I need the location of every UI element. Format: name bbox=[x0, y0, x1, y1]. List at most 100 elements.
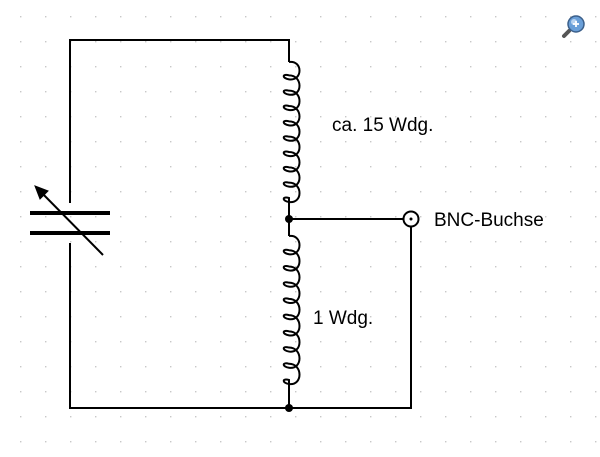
grid-dot bbox=[420, 166, 422, 168]
grid-dot bbox=[270, 16, 272, 18]
grid-dot bbox=[320, 141, 322, 143]
grid-dot bbox=[120, 191, 122, 193]
grid-dot bbox=[295, 166, 297, 168]
upper-coil bbox=[282, 60, 301, 204]
grid-dot bbox=[70, 441, 72, 443]
grid-dot bbox=[120, 91, 122, 93]
grid-dot bbox=[295, 141, 297, 143]
grid-dot bbox=[370, 66, 372, 68]
grid-dot bbox=[420, 141, 422, 143]
grid-dot bbox=[495, 91, 497, 93]
label-upper-coil: ca. 15 Wdg. bbox=[332, 115, 433, 136]
grid-dot bbox=[45, 91, 47, 93]
grid-dot bbox=[95, 341, 97, 343]
grid-dot bbox=[45, 291, 47, 293]
grid-dot bbox=[245, 441, 247, 443]
grid-dot bbox=[170, 416, 172, 418]
grid-dot bbox=[170, 366, 172, 368]
grid-dot bbox=[220, 41, 222, 43]
grid-dot bbox=[595, 241, 597, 243]
grid-dot bbox=[195, 191, 197, 193]
grid-dot bbox=[320, 216, 322, 218]
grid-dot bbox=[145, 391, 147, 393]
grid-dot bbox=[20, 241, 22, 243]
grid-dot bbox=[370, 216, 372, 218]
grid-dot bbox=[95, 141, 97, 143]
grid-dot bbox=[545, 91, 547, 93]
background-grid bbox=[20, 16, 597, 443]
grid-dot bbox=[220, 366, 222, 368]
grid-dot bbox=[170, 41, 172, 43]
grid-dot bbox=[95, 266, 97, 268]
grid-dot bbox=[395, 141, 397, 143]
grid-dot bbox=[120, 166, 122, 168]
grid-dot bbox=[195, 241, 197, 243]
grid-dot bbox=[45, 391, 47, 393]
grid-dot bbox=[145, 116, 147, 118]
grid-dot bbox=[520, 41, 522, 43]
grid-dot bbox=[370, 16, 372, 18]
grid-dot bbox=[320, 441, 322, 443]
grid-dot bbox=[220, 216, 222, 218]
grid-dot bbox=[545, 166, 547, 168]
grid-dot bbox=[120, 341, 122, 343]
grid-dot bbox=[320, 341, 322, 343]
grid-dot bbox=[170, 266, 172, 268]
grid-dot bbox=[345, 366, 347, 368]
grid-dot bbox=[170, 216, 172, 218]
grid-dot bbox=[245, 241, 247, 243]
wire-left-lower bbox=[69, 243, 289, 409]
grid-dot bbox=[295, 291, 297, 293]
grid-dot bbox=[320, 66, 322, 68]
grid-dot bbox=[320, 391, 322, 393]
grid-dot bbox=[595, 341, 597, 343]
grid-dot bbox=[570, 341, 572, 343]
grid-dot bbox=[20, 41, 22, 43]
zoom-in-icon[interactable] bbox=[562, 15, 585, 38]
grid-dot bbox=[345, 141, 347, 143]
grid-dot bbox=[95, 66, 97, 68]
grid-dot bbox=[295, 341, 297, 343]
grid-dot bbox=[45, 366, 47, 368]
grid-dot bbox=[345, 441, 347, 443]
grid-dot bbox=[545, 16, 547, 18]
grid-dot bbox=[270, 66, 272, 68]
grid-dot bbox=[245, 166, 247, 168]
grid-dot bbox=[245, 316, 247, 318]
grid-dot bbox=[195, 116, 197, 118]
grid-dot bbox=[195, 91, 197, 93]
grid-dot bbox=[595, 366, 597, 368]
grid-dot bbox=[120, 16, 122, 18]
grid-dot bbox=[295, 241, 297, 243]
grid-dot bbox=[120, 391, 122, 393]
grid-dot bbox=[570, 216, 572, 218]
grid-dot bbox=[470, 291, 472, 293]
grid-dot bbox=[170, 91, 172, 93]
grid-dot bbox=[345, 116, 347, 118]
grid-dot bbox=[345, 391, 347, 393]
grid-dot bbox=[345, 316, 347, 318]
grid-dot bbox=[245, 16, 247, 18]
grid-dot bbox=[195, 416, 197, 418]
grid-dot bbox=[520, 91, 522, 93]
grid-dot bbox=[20, 416, 22, 418]
grid-dot bbox=[520, 191, 522, 193]
grid-dot bbox=[495, 416, 497, 418]
grid-dot bbox=[520, 416, 522, 418]
grid-dot bbox=[470, 166, 472, 168]
grid-dot bbox=[370, 341, 372, 343]
grid-dot bbox=[145, 241, 147, 243]
grid-dot bbox=[70, 416, 72, 418]
grid-dot bbox=[395, 66, 397, 68]
grid-dot bbox=[145, 291, 147, 293]
grid-dot bbox=[570, 316, 572, 318]
grid-dot bbox=[520, 16, 522, 18]
grid-dot bbox=[145, 41, 147, 43]
grid-dot bbox=[95, 16, 97, 18]
grid-dot bbox=[545, 266, 547, 268]
grid-dot bbox=[520, 441, 522, 443]
grid-dot bbox=[320, 41, 322, 43]
grid-dot bbox=[295, 116, 297, 118]
grid-dot bbox=[570, 66, 572, 68]
grid-dot bbox=[420, 41, 422, 43]
